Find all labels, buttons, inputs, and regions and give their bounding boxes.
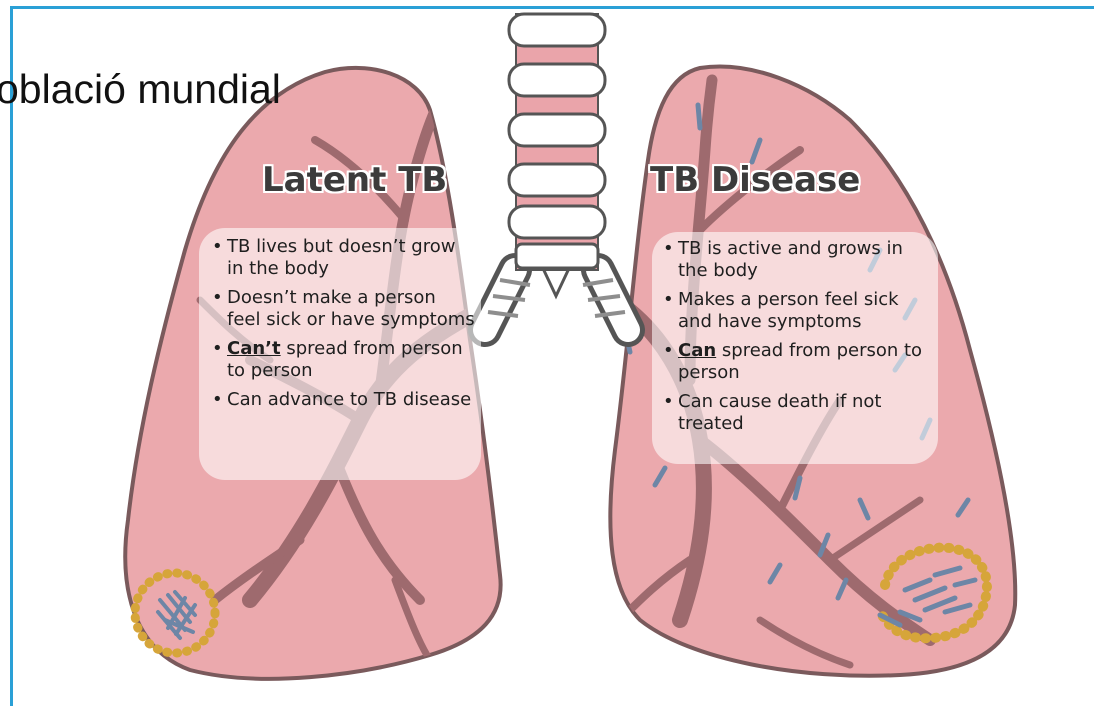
trachea bbox=[509, 14, 605, 270]
latent-bullet-emphasis: Can’t bbox=[227, 338, 281, 359]
latent-tb-panel: TB lives but doesn’t grow in the body Do… bbox=[199, 228, 481, 480]
latent-bullet-text: TB lives but doesn’t grow in the body bbox=[227, 236, 455, 279]
slide-title-fragment: oblació mundial bbox=[0, 66, 281, 113]
bronchi bbox=[485, 262, 628, 330]
disease-bullet-text: Makes a person feel sick and have sympto… bbox=[678, 289, 899, 332]
latent-bullet: TB lives but doesn’t grow in the body bbox=[209, 236, 475, 280]
disease-bullet: TB is active and grows in the body bbox=[660, 238, 932, 282]
latent-tb-heading: Latent TB bbox=[262, 160, 447, 200]
latent-bullet-text: Doesn’t make a person feel sick or have … bbox=[227, 287, 475, 330]
tb-disease-panel: TB is active and grows in the body Makes… bbox=[652, 232, 938, 464]
disease-bullet: Can spread from person to person bbox=[660, 340, 932, 384]
latent-bullet: Can advance to TB disease bbox=[209, 389, 475, 411]
tb-disease-heading: TB Disease bbox=[650, 160, 860, 200]
latent-bullet: Doesn’t make a person feel sick or have … bbox=[209, 287, 475, 331]
disease-bullet-text: TB is active and grows in the body bbox=[678, 238, 903, 281]
disease-bullet: Can cause death if not treated bbox=[660, 391, 932, 435]
latent-bullet-text: Can advance to TB disease bbox=[227, 389, 471, 410]
disease-bullet: Makes a person feel sick and have sympto… bbox=[660, 289, 932, 333]
disease-bullet-emphasis: Can bbox=[678, 340, 716, 361]
tb-disease-list: TB is active and grows in the body Makes… bbox=[660, 238, 932, 435]
latent-bullet: Can’t spread from person to person bbox=[209, 338, 475, 382]
latent-tb-list: TB lives but doesn’t grow in the body Do… bbox=[209, 236, 475, 411]
disease-bullet-text: Can cause death if not treated bbox=[678, 391, 882, 434]
